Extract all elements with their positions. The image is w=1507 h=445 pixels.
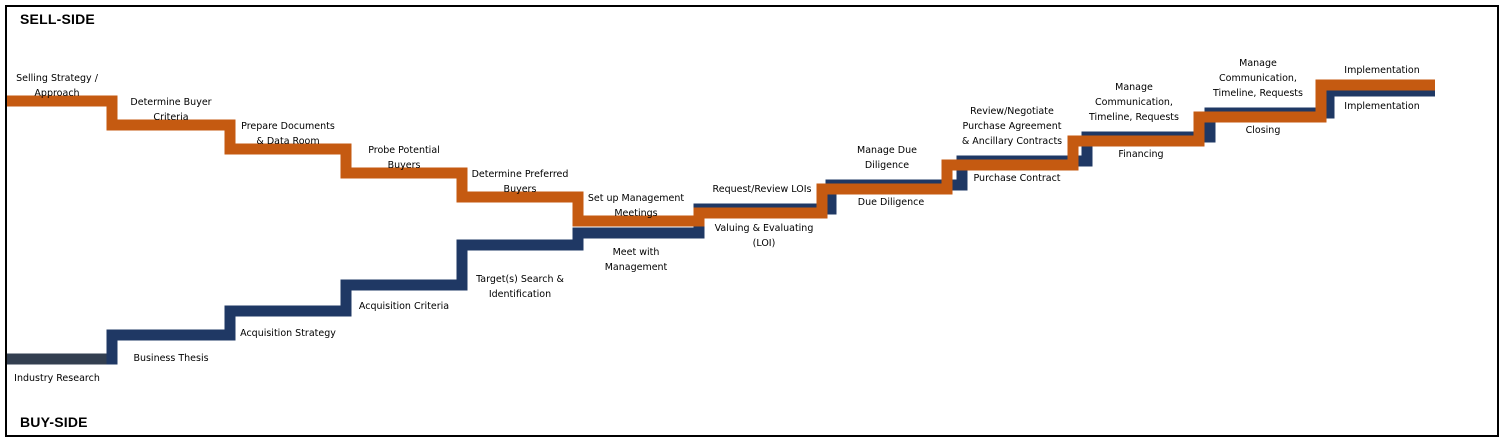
buy-step-line bbox=[1329, 85, 1435, 97]
buy-step-line bbox=[346, 279, 468, 291]
sell-step-label: Request/Review LOIs bbox=[712, 184, 812, 195]
sell-step-riser bbox=[340, 143, 352, 179]
buy-step-label: Closing bbox=[1245, 125, 1281, 136]
buy-side-heading: BUY-SIDE bbox=[20, 414, 88, 430]
sell-step-label: Manage Communication, Timeline, Requests bbox=[1089, 82, 1179, 123]
buy-step-riser bbox=[956, 155, 968, 191]
sell-step-label: Probe Potential Buyers bbox=[368, 145, 440, 171]
sell-step-riser bbox=[1193, 111, 1205, 147]
sell-step-line bbox=[112, 119, 236, 131]
sell-step-label: Determine Buyer Criteria bbox=[130, 97, 212, 123]
sell-step-riser bbox=[106, 95, 118, 131]
buy-step-label: Acquisition Strategy bbox=[240, 328, 336, 339]
buy-step-line bbox=[230, 305, 352, 317]
buy-step-line bbox=[112, 329, 236, 341]
sell-step-riser bbox=[816, 183, 828, 219]
buy-step-riser bbox=[1323, 85, 1335, 119]
buy-step-label: Implementation bbox=[1344, 101, 1420, 112]
buy-step-riser bbox=[106, 329, 118, 365]
sell-step-line bbox=[7, 95, 118, 107]
sell-step-line bbox=[822, 183, 953, 195]
sell-step-label: Determine Preferred Buyers bbox=[471, 169, 569, 195]
buy-step-riser bbox=[825, 179, 837, 215]
buy-step-label: Acquisition Criteria bbox=[358, 301, 450, 312]
sell-step-riser bbox=[1315, 79, 1327, 123]
sell-step-line bbox=[947, 159, 1079, 171]
sell-side-heading: SELL-SIDE bbox=[20, 11, 95, 27]
buy-step-label: Industry Research bbox=[14, 373, 100, 384]
buy-step-riser bbox=[340, 279, 352, 317]
buy-step-riser bbox=[1081, 131, 1093, 167]
buy-step-label: Financing bbox=[1118, 149, 1164, 160]
buy-step-riser bbox=[456, 239, 468, 291]
buy-step-line bbox=[462, 239, 584, 251]
sell-step-line bbox=[1199, 111, 1327, 123]
sell-step-label: Implementation bbox=[1344, 65, 1420, 76]
buy-step-label: Meet with Management bbox=[604, 247, 668, 273]
process-diagram-frame: SELL-SIDE BUY-SIDE Selling Strategy / Ap… bbox=[5, 5, 1499, 437]
sell-step-label: Manage Due Diligence bbox=[857, 145, 917, 171]
staircase-diagram bbox=[7, 79, 1435, 365]
buy-step-label: Purchase Contract bbox=[973, 173, 1061, 184]
sell-step-label: Prepare Documents & Data Room bbox=[241, 121, 335, 147]
sell-step-line bbox=[1073, 135, 1205, 147]
buy-step-label: Valuing & Evaluating (LOI) bbox=[714, 223, 814, 249]
buy-step-line bbox=[7, 353, 118, 365]
sell-step-line bbox=[699, 207, 828, 219]
sell-step-riser bbox=[1067, 135, 1079, 171]
sell-step-riser bbox=[572, 191, 584, 227]
buy-step-label: Target(s) Search & Identification bbox=[476, 274, 564, 300]
sell-step-label: Selling Strategy / Approach bbox=[16, 73, 98, 99]
buy-step-label: Business Thesis bbox=[133, 353, 209, 364]
sell-step-line bbox=[578, 215, 705, 227]
sell-step-line bbox=[462, 191, 584, 203]
sell-step-riser bbox=[941, 159, 953, 195]
buy-step-label: Due Diligence bbox=[857, 197, 925, 208]
buy-step-riser bbox=[1204, 107, 1216, 143]
sell-step-label: Set up Management Meetings bbox=[587, 193, 685, 219]
buy-step-riser bbox=[224, 305, 236, 341]
sell-step-riser bbox=[224, 119, 236, 155]
buy-step-line bbox=[578, 227, 705, 239]
sell-step-riser bbox=[456, 167, 468, 203]
sell-step-line bbox=[346, 167, 468, 179]
buy-step-riser bbox=[572, 227, 584, 251]
sell-step-line bbox=[1321, 79, 1435, 91]
sell-step-label: Manage Communication, Timeline, Requests bbox=[1213, 58, 1303, 99]
sell-step-line bbox=[230, 143, 352, 155]
sell-step-label: Review/Negotiate Purchase Agreement & An… bbox=[961, 106, 1063, 147]
